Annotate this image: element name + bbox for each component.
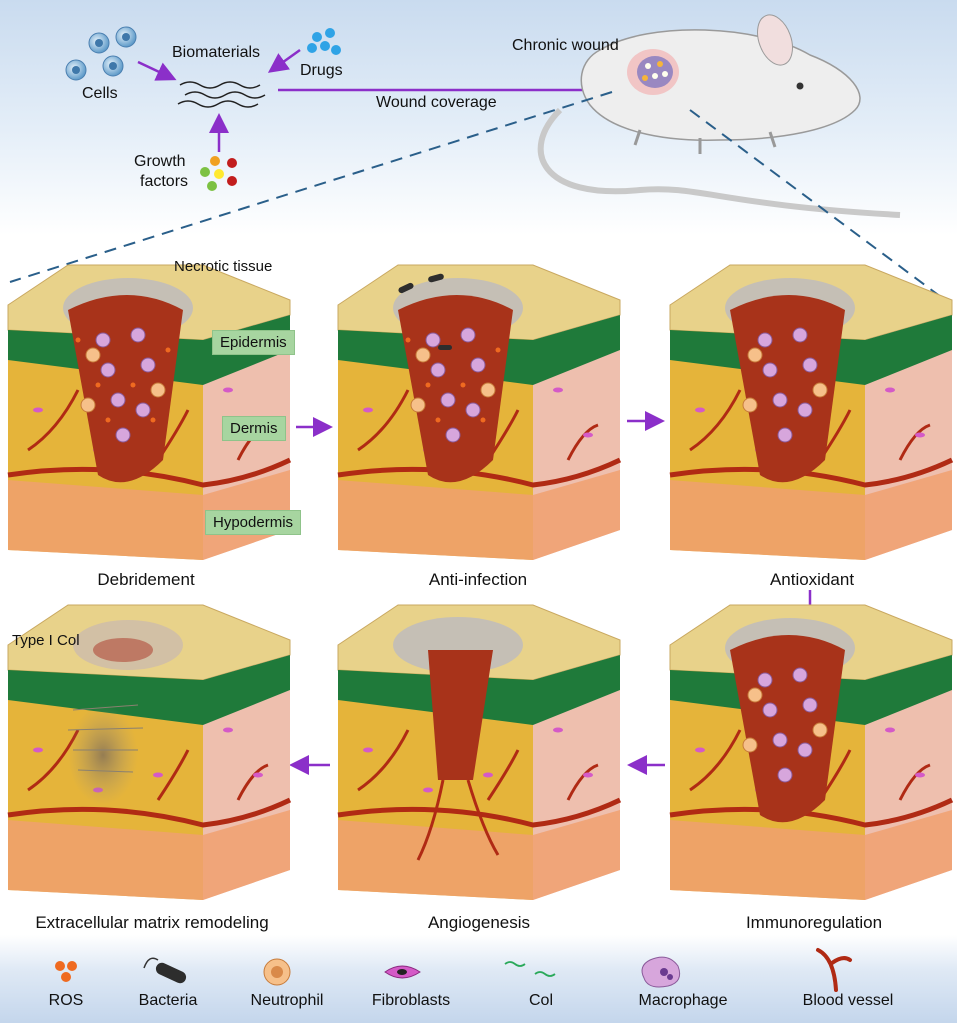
epidermis-tag: Epidermis <box>212 330 295 355</box>
legend-macrophage-label: Macrophage <box>638 992 728 1009</box>
hypodermis-tag: Hypodermis <box>205 510 302 535</box>
necrotic-tissue-label: Necrotic tissue <box>174 258 273 275</box>
legend-bacteria-icon <box>143 957 187 984</box>
skin-block-angiogenesis <box>337 604 622 900</box>
mouse-illustration <box>537 14 901 218</box>
biomaterials-fibers-icon <box>177 81 266 108</box>
legend-fibroblast-icon <box>384 965 421 979</box>
skin-block-anti-infection <box>337 264 622 560</box>
legend-blood-vessel-icon <box>816 948 852 992</box>
cells-label: Cells <box>82 85 118 102</box>
drugs-icon <box>307 28 341 55</box>
legend-blood-vessel-label: Blood vessel <box>802 992 894 1009</box>
type1-col-label: Type I Col <box>12 632 80 649</box>
stage-ecm-remodeling: Extracellular matrix remodeling <box>35 913 269 932</box>
legend-col-icon <box>504 961 556 977</box>
legend-macrophage-icon <box>641 956 681 988</box>
legend-neutrophil-label: Neutrophil <box>250 992 324 1009</box>
growth-factors-label-2: factors <box>140 173 189 190</box>
stage-angiogenesis: Angiogenesis <box>427 913 531 932</box>
legend-col-label: Col <box>528 992 554 1009</box>
growth-factors-label-1: Growth <box>134 153 186 170</box>
stage-debridement: Debridement <box>97 570 195 589</box>
wound-coverage-label: Wound coverage <box>376 94 497 111</box>
legend-neutrophil-icon <box>263 958 291 986</box>
legend-ros-icon <box>55 961 77 982</box>
skin-block-antioxidant <box>669 264 954 560</box>
growth-factors-icon <box>200 156 237 191</box>
stage-anti-infection: Anti-infection <box>428 570 528 589</box>
skin-block-ecm-remodeling <box>7 604 292 900</box>
legend-fibroblasts-label: Fibroblasts <box>371 992 451 1009</box>
legend-ros-label: ROS <box>48 992 84 1009</box>
stage-antioxidant: Antioxidant <box>769 570 855 589</box>
zoom-lines <box>9 91 946 301</box>
biomaterials-label: Biomaterials <box>172 44 261 61</box>
stage-immunoregulation: Immunoregulation <box>745 913 883 932</box>
legend-bacteria-label: Bacteria <box>138 992 198 1009</box>
skin-block-debridement <box>7 264 292 560</box>
legend-background <box>0 935 957 1023</box>
dermis-tag: Dermis <box>222 416 286 441</box>
drugs-label: Drugs <box>300 62 343 79</box>
skin-block-immunoregulation <box>669 604 954 900</box>
cells-icon <box>65 26 137 81</box>
chronic-wound-label: Chronic wound <box>512 37 619 54</box>
